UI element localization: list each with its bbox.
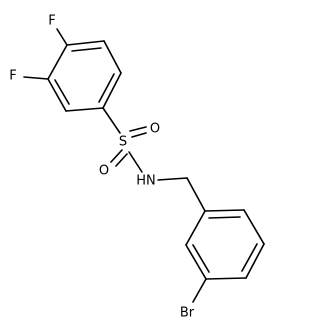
atom-bromine: Br: [180, 306, 195, 321]
bond-ring1-a-inner: [71, 47, 102, 52]
difluorophenyl-ring: [47, 40, 122, 112]
molecule-structure: F F S O O HN Br: [9, 14, 265, 321]
bond-s-n: [128, 151, 143, 173]
bond-ring1-e: [47, 78, 67, 112]
bond-s-o-right-1: [129, 126, 147, 132]
bond-ring2-e: [185, 244, 207, 280]
atom-fluorine-top: F: [48, 14, 55, 29]
atom-fluorine-left: F: [9, 69, 16, 84]
bond-ring1-e-inner: [54, 79, 70, 105]
bond-s-o-bottom-1: [110, 149, 123, 163]
atom-oxygen-bottom: O: [99, 164, 109, 179]
bond-ring2-f: [185, 210, 206, 246]
bromophenyl-ring: [185, 209, 265, 280]
bond-ring-s: [102, 107, 121, 134]
bond-s-o-bottom-2: [115, 153, 128, 167]
bond-ring2-d: [205, 277, 247, 280]
bond-c-f-top: [56, 28, 68, 46]
atom-sulfur: S: [119, 135, 127, 150]
bond-ring2-c-inner: [241, 243, 258, 272]
bond-ring2-a: [204, 209, 245, 212]
bond-ch2-ring: [186, 177, 206, 212]
bond-ring1-a: [66, 40, 105, 46]
bond-s-o-right-2: [131, 132, 147, 138]
bond-c-br: [192, 278, 207, 303]
bond-ring2-e-inner: [192, 244, 210, 273]
bond-ring2-c: [245, 243, 265, 279]
atom-oxygen-right: O: [150, 122, 160, 137]
bond-c-f-left: [23, 76, 49, 80]
bond-ring1-c: [102, 72, 122, 109]
bond-ring1-b: [103, 40, 122, 74]
bond-ring1-f: [47, 44, 68, 80]
bond-ring2-a-inner: [208, 216, 241, 219]
bond-ring1-c-inner: [98, 73, 115, 103]
bond-ring1-d: [65, 107, 104, 112]
atom-nitrogen-hn: HN: [136, 174, 156, 189]
bond-ring2-b: [243, 209, 265, 245]
bond-n-ch2: [157, 177, 188, 181]
